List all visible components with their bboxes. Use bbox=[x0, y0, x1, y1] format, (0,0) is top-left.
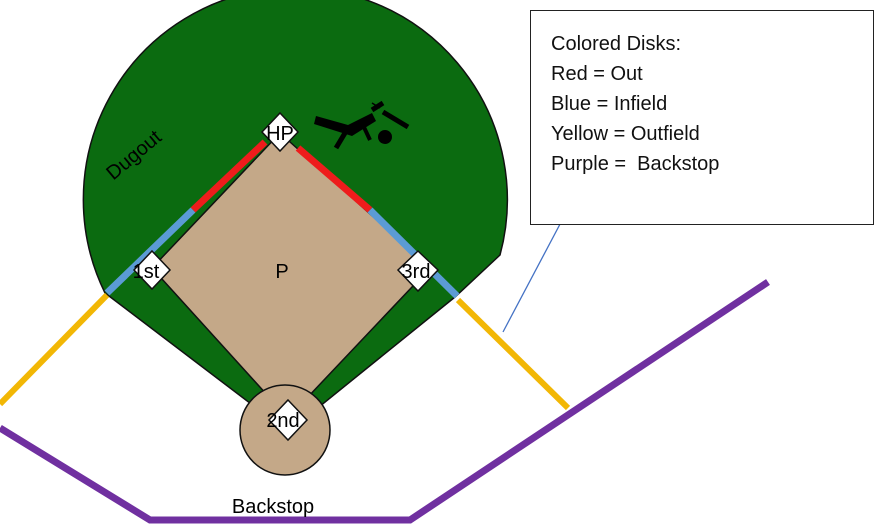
batter-figure-icon bbox=[314, 100, 410, 150]
legend-box: Colored Disks: Red = Out Blue = Infield … bbox=[530, 10, 874, 225]
legend-item-purple: Purple = Backstop bbox=[551, 153, 720, 175]
red-out-line-left bbox=[190, 139, 268, 213]
yellow-outfield-line-left bbox=[0, 292, 110, 407]
callout-arrow bbox=[502, 204, 571, 333]
first-base-label: 1st bbox=[133, 261, 160, 283]
legend-item-blue: Blue = Infield bbox=[551, 93, 668, 115]
backstop-label: Backstop bbox=[232, 496, 314, 518]
legend-title: Colored Disks: bbox=[551, 33, 682, 55]
home-plate-base: HP bbox=[260, 111, 300, 153]
third-base: 3rd bbox=[396, 249, 440, 293]
blue-infield-line-left bbox=[104, 207, 196, 296]
blue-infield-line-right bbox=[367, 207, 460, 299]
home-plate-label: HP bbox=[266, 123, 294, 145]
first-base: 1st bbox=[133, 249, 172, 291]
legend-item-yellow: Yellow = Outfield bbox=[551, 123, 700, 145]
purple-backstop-line bbox=[0, 279, 770, 524]
yellow-outfield-line-right bbox=[455, 297, 571, 411]
second-base-label: 2nd bbox=[266, 410, 299, 432]
third-base-label: 3rd bbox=[402, 261, 431, 283]
legend-item-red: Red = Out bbox=[551, 63, 643, 85]
red-out-line-right bbox=[295, 145, 373, 213]
second-base: 2nd bbox=[266, 398, 309, 442]
pitcher-label: P bbox=[275, 261, 288, 283]
